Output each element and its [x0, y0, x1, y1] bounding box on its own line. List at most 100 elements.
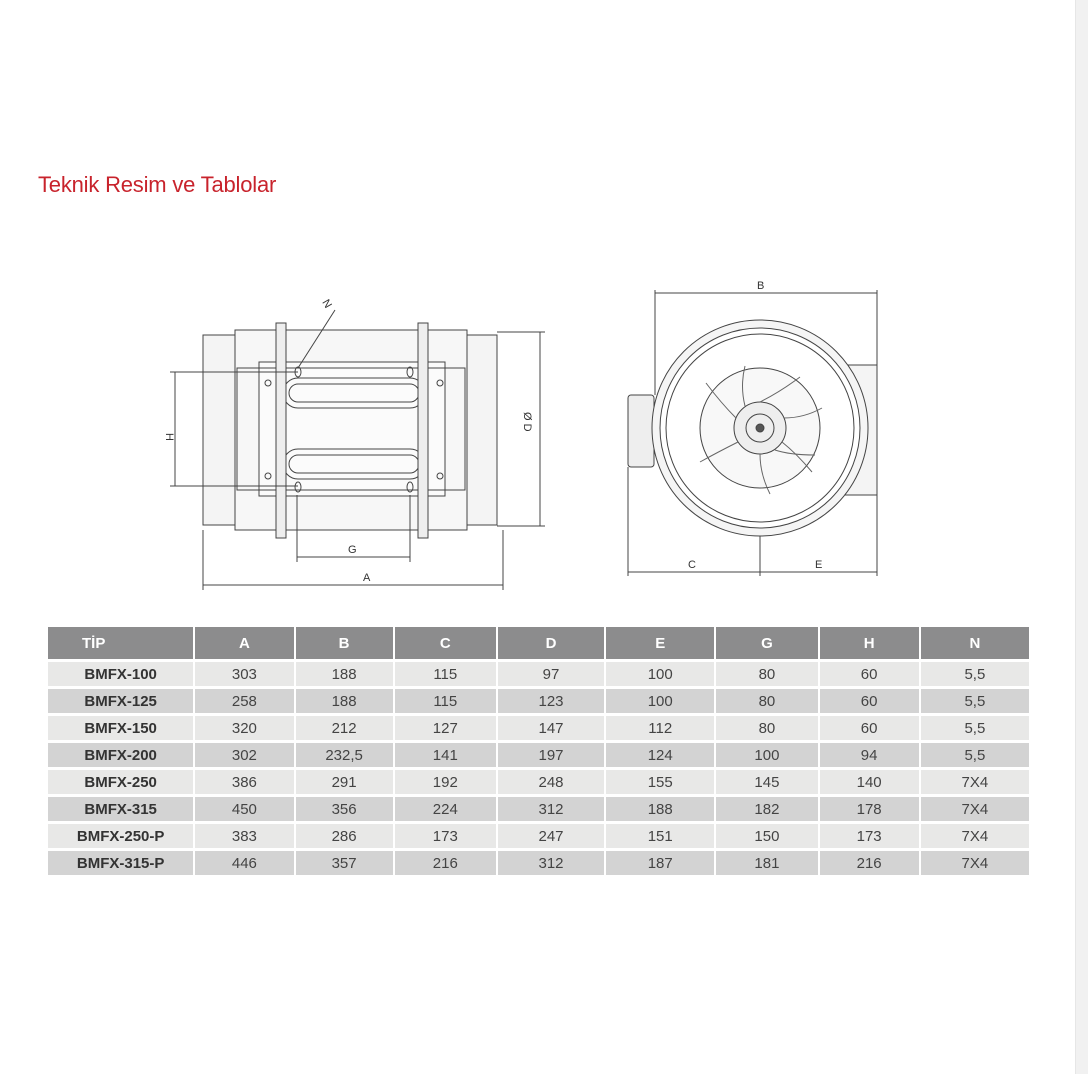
- cell-value: 182: [716, 797, 818, 821]
- cell-value: 446: [195, 851, 294, 875]
- cell-model: BMFX-200: [48, 743, 194, 767]
- cell-model: BMFX-250: [48, 770, 194, 794]
- dim-label-D: Ø D: [521, 412, 533, 432]
- cell-value: 60: [819, 662, 919, 686]
- cell-value: 188: [295, 662, 393, 686]
- cell-value: 115: [394, 662, 496, 686]
- cell-value: 224: [394, 797, 496, 821]
- cell-value: 80: [716, 662, 818, 686]
- column-header-d: D: [497, 627, 605, 659]
- cell-value: 80: [716, 689, 818, 713]
- cell-value: 181: [716, 851, 818, 875]
- cell-value: 232,5: [295, 743, 393, 767]
- cell-value: 320: [195, 716, 294, 740]
- cell-value: 303: [195, 662, 294, 686]
- cell-value: 248: [497, 770, 605, 794]
- cell-value: 5,5: [920, 716, 1029, 740]
- technical-drawing: A G H Ø D N B C E: [163, 280, 878, 590]
- cell-value: 60: [819, 689, 919, 713]
- cell-value: 141: [394, 743, 496, 767]
- cell-value: 187: [606, 851, 715, 875]
- page-title: Teknik Resim ve Tablolar: [38, 172, 277, 197]
- column-header-g: G: [716, 627, 818, 659]
- cell-value: 212: [295, 716, 393, 740]
- cell-value: 258: [195, 689, 294, 713]
- side-view: [170, 309, 545, 590]
- scrollbar[interactable]: [1075, 0, 1088, 1074]
- column-header-c: C: [394, 627, 496, 659]
- dim-label-E: E: [815, 559, 822, 571]
- cell-value: 312: [497, 851, 605, 875]
- cell-value: 356: [295, 797, 393, 821]
- column-header-a: A: [195, 627, 294, 659]
- cell-model: BMFX-315-P: [48, 851, 194, 875]
- cell-value: 123: [497, 689, 605, 713]
- cell-value: 115: [394, 689, 496, 713]
- column-header-n: N: [920, 627, 1029, 659]
- cell-value: 173: [394, 824, 496, 848]
- cell-value: 5,5: [920, 689, 1029, 713]
- cell-value: 286: [295, 824, 393, 848]
- cell-value: 5,5: [920, 662, 1029, 686]
- cell-value: 127: [394, 716, 496, 740]
- cell-model: BMFX-250-P: [48, 824, 194, 848]
- cell-model: BMFX-125: [48, 689, 194, 713]
- cell-value: 450: [195, 797, 294, 821]
- cell-value: 291: [295, 770, 393, 794]
- cell-value: 112: [606, 716, 715, 740]
- cell-value: 302: [195, 743, 294, 767]
- cell-value: 80: [716, 716, 818, 740]
- cell-value: 7X4: [920, 797, 1029, 821]
- column-header-tip: TİP: [48, 627, 194, 659]
- cell-model: BMFX-315: [48, 797, 194, 821]
- cell-value: 100: [716, 743, 818, 767]
- cell-value: 145: [716, 770, 818, 794]
- column-header-b: B: [295, 627, 393, 659]
- cell-value: 124: [606, 743, 715, 767]
- cell-value: 357: [295, 851, 393, 875]
- cell-value: 97: [497, 662, 605, 686]
- cell-value: 100: [606, 662, 715, 686]
- dim-label-C: C: [688, 559, 696, 571]
- dim-label-B: B: [757, 280, 764, 292]
- cell-value: 383: [195, 824, 294, 848]
- cell-value: 178: [819, 797, 919, 821]
- cell-value: 140: [819, 770, 919, 794]
- dim-label-G: G: [348, 544, 357, 556]
- cell-value: 151: [606, 824, 715, 848]
- cell-value: 197: [497, 743, 605, 767]
- dim-label-A: A: [363, 572, 371, 584]
- dim-label-H: H: [163, 433, 175, 441]
- cell-value: 312: [497, 797, 605, 821]
- cell-model: BMFX-150: [48, 716, 194, 740]
- cell-value: 216: [394, 851, 496, 875]
- front-view: [627, 290, 878, 576]
- cell-value: 7X4: [920, 824, 1029, 848]
- column-header-h: H: [819, 627, 919, 659]
- cell-value: 155: [606, 770, 715, 794]
- cell-value: 7X4: [920, 770, 1029, 794]
- cell-value: 216: [819, 851, 919, 875]
- cell-value: 7X4: [920, 851, 1029, 875]
- cell-value: 5,5: [920, 743, 1029, 767]
- cell-value: 188: [606, 797, 715, 821]
- dim-label-N: N: [319, 298, 333, 311]
- cell-value: 94: [819, 743, 919, 767]
- cell-value: 192: [394, 770, 496, 794]
- cell-value: 147: [497, 716, 605, 740]
- cell-value: 386: [195, 770, 294, 794]
- cell-value: 188: [295, 689, 393, 713]
- cell-value: 60: [819, 716, 919, 740]
- column-header-e: E: [606, 627, 715, 659]
- cell-value: 100: [606, 689, 715, 713]
- cell-value: 173: [819, 824, 919, 848]
- cell-model: BMFX-100: [48, 662, 194, 686]
